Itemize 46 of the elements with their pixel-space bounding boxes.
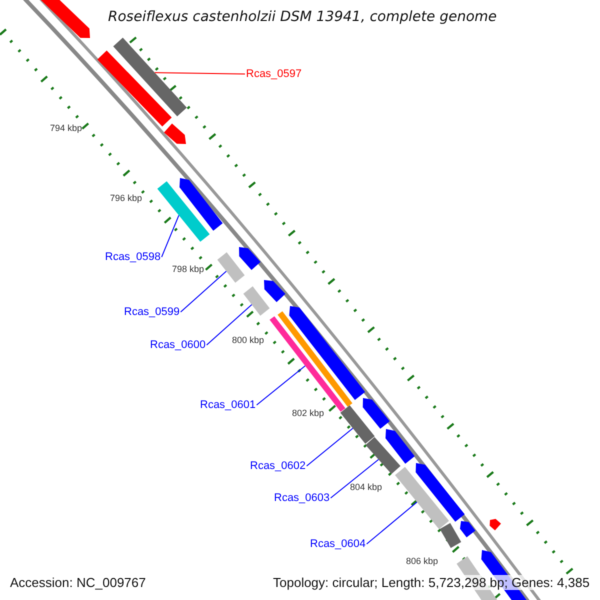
leader-line — [180, 270, 227, 312]
scale-label: 806 kbp — [406, 556, 438, 566]
gene-feature — [264, 280, 286, 302]
gene-feature — [113, 38, 187, 116]
leader-line — [306, 428, 354, 466]
gene-feature — [40, 0, 90, 38]
leader-line — [154, 72, 246, 74]
gene-feature — [490, 518, 501, 530]
gene-label: Rcas_0603 — [274, 492, 330, 504]
leader-line — [366, 502, 418, 544]
leader-line — [256, 365, 306, 406]
scale-label: 804 kbp — [350, 482, 382, 492]
leader-line — [330, 459, 380, 498]
scale-label: 798 kbp — [172, 264, 204, 274]
gene-feature — [243, 286, 270, 316]
gene-feature — [362, 398, 390, 429]
gene-feature — [217, 252, 245, 283]
gene-feature — [440, 523, 462, 548]
gene-feature — [395, 466, 449, 530]
gene-feature — [157, 181, 210, 242]
gene-label: Rcas_0598 — [105, 251, 161, 263]
gene-feature — [239, 247, 260, 270]
gene-label: Rcas_0602 — [250, 460, 306, 472]
scale-label: 802 kbp — [292, 408, 324, 418]
gene-feature — [180, 178, 223, 231]
accession-text: Accession: NC_009767 — [10, 574, 146, 590]
genome-summary: Topology: circular; Length: 5,723,298 bp; Genes: 4,385 — [273, 574, 590, 590]
genome-title: Roseiflexus castenholzii DSM 13941, complete genome — [108, 9, 497, 25]
gene-label: Rcas_0604 — [310, 538, 366, 550]
leader-line — [206, 304, 252, 346]
gene-feature — [289, 306, 366, 400]
gene-feature — [416, 463, 465, 522]
gene-feature — [278, 311, 352, 407]
scale-label: 800 kbp — [232, 335, 264, 345]
gene-label: Rcas_0599 — [124, 306, 180, 318]
gene-feature — [340, 405, 375, 444]
gene-feature — [386, 429, 415, 464]
gene-label: Rcas_0601 — [200, 399, 256, 411]
gene-feature — [164, 124, 186, 144]
gene-label: Rcas_0600 — [150, 339, 206, 351]
scale-label: 796 kbp — [110, 193, 142, 203]
gene-feature — [366, 437, 400, 474]
gene-feature — [97, 50, 172, 126]
leader-line — [161, 214, 180, 258]
scale-label: 794 kbp — [50, 123, 82, 133]
gene-label: Rcas_0597 — [246, 68, 302, 80]
